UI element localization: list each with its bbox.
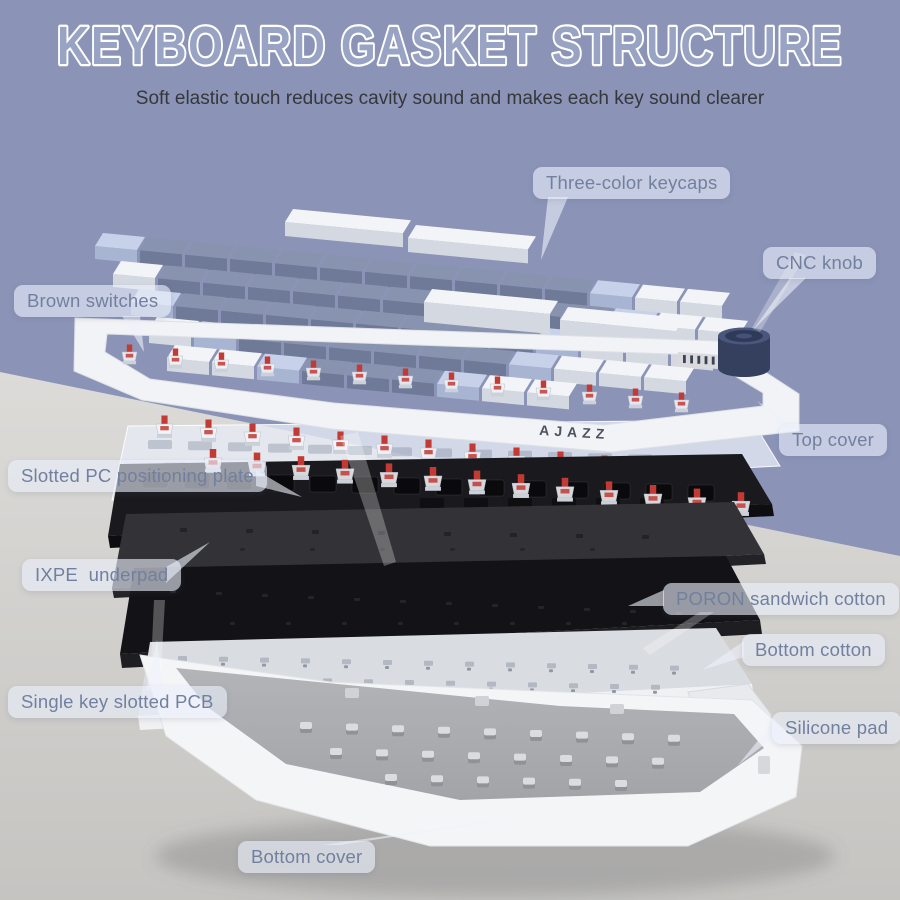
callout-top-cover: Top cover — [779, 424, 888, 456]
switches-row-on-frame — [121, 344, 690, 413]
page-title: KEYBOARD GASKET STRUCTURE — [57, 16, 843, 76]
callout-poron-sandwich-cotton: PORON sandwich cotton — [663, 583, 899, 615]
connector-pins — [683, 355, 715, 365]
page-subtitle: Soft elastic touch reduces cavity sound … — [136, 88, 765, 109]
top-cover-layer: AJAZZ — [73, 317, 800, 453]
callout-single-key-slotted-pcb: Single key slotted PCB — [8, 686, 227, 718]
silicone-pad-bumps — [300, 722, 680, 791]
brand-logo: AJAZZ — [539, 422, 610, 442]
bottom-cover-layer — [139, 654, 835, 896]
callout-bottom-cotton: Bottom cotton — [742, 634, 885, 666]
callout-ixpe-underpad: IXPE underpad — [22, 559, 182, 591]
cnc-knob — [718, 327, 770, 377]
callout-bottom-cover: Bottom cover — [238, 841, 376, 873]
callout-brown-switches: Brown switches — [14, 285, 172, 317]
callout-silicone-pad: Silicone pad — [772, 712, 900, 744]
callout-positioning-plate: Slotted PC positioning plate — [8, 460, 267, 492]
callout-three-color-keycaps: Three-color keycaps — [533, 167, 731, 199]
callout-cnc-knob: CNC knob — [763, 247, 876, 279]
